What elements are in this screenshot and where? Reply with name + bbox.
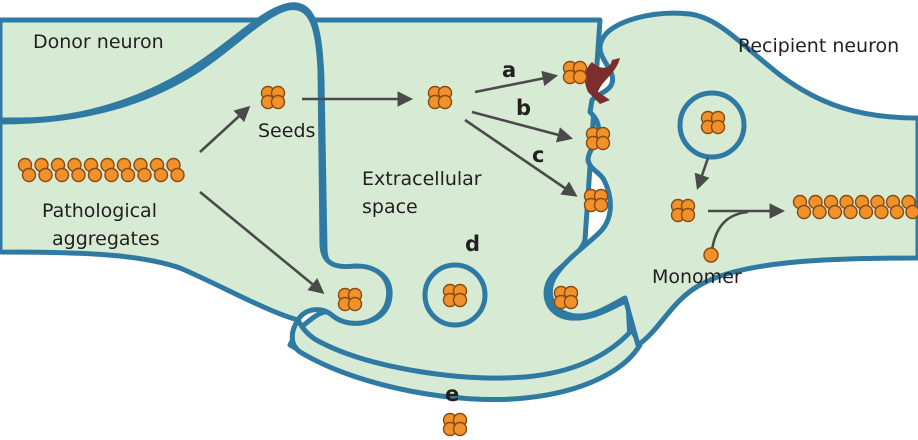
donor-vesicle-seed-cluster <box>349 298 362 311</box>
route-a-label: a <box>502 58 516 82</box>
route-c-label: c <box>532 143 544 167</box>
extracellular-label: Extracellular <box>362 168 482 190</box>
route-e-label: e <box>445 382 459 406</box>
extracellular-seed-cluster <box>439 96 452 109</box>
released-seed-cluster <box>682 209 695 222</box>
recipient-aggregate-fibril <box>813 206 826 219</box>
space-label: space <box>362 196 418 218</box>
pathological-aggregate-fibril <box>39 169 52 182</box>
pathological-label: Pathological <box>42 200 157 222</box>
donor-neuron-label: Donor neuron <box>33 31 164 53</box>
pathological-aggregate-fibril <box>105 169 118 182</box>
recipient-aggregate-fibril <box>829 206 842 219</box>
pathological-aggregate-fibril <box>122 169 135 182</box>
exosome-seed-cluster <box>454 294 467 307</box>
endosome-seed-cluster <box>712 121 725 134</box>
recipient-aggregate-fibril <box>844 206 857 219</box>
recipient-neuron-cell <box>550 13 918 345</box>
tube-seed-cluster <box>454 423 467 436</box>
pathological-aggregate-fibril <box>155 169 168 182</box>
pathological-aggregate-fibril <box>89 169 102 182</box>
recipient-aggregate-fibril <box>891 206 904 219</box>
seed-cluster <box>272 96 285 109</box>
monomer <box>704 248 718 262</box>
pathological-aggregate-fibril <box>138 169 151 182</box>
receptor-bound-seed-cluster <box>574 71 587 84</box>
pathological-aggregate-fibril <box>171 169 184 182</box>
aggregates-label: aggregates <box>52 228 160 250</box>
recipient-vesicle-seed-cluster <box>565 296 578 309</box>
recipient-neuron-label: Recipient neuron <box>738 35 899 57</box>
recipient-aggregate-fibril <box>860 206 873 219</box>
membrane-bound-seed-cluster-b <box>597 137 610 150</box>
route-b-label: b <box>516 96 531 120</box>
endocytosed-seed-cluster-c <box>595 199 608 212</box>
recipient-aggregate-fibril <box>875 206 888 219</box>
monomer-label: Monomer <box>652 266 742 288</box>
pathological-aggregate-fibril <box>23 169 36 182</box>
recipient-aggregate-fibril <box>906 206 918 219</box>
pathological-aggregate-fibril <box>56 169 69 182</box>
recipient-aggregate-fibril <box>798 206 811 219</box>
seeds-label: Seeds <box>258 120 315 142</box>
pathological-aggregate-fibril <box>72 169 85 182</box>
route-d-label: d <box>465 232 480 256</box>
